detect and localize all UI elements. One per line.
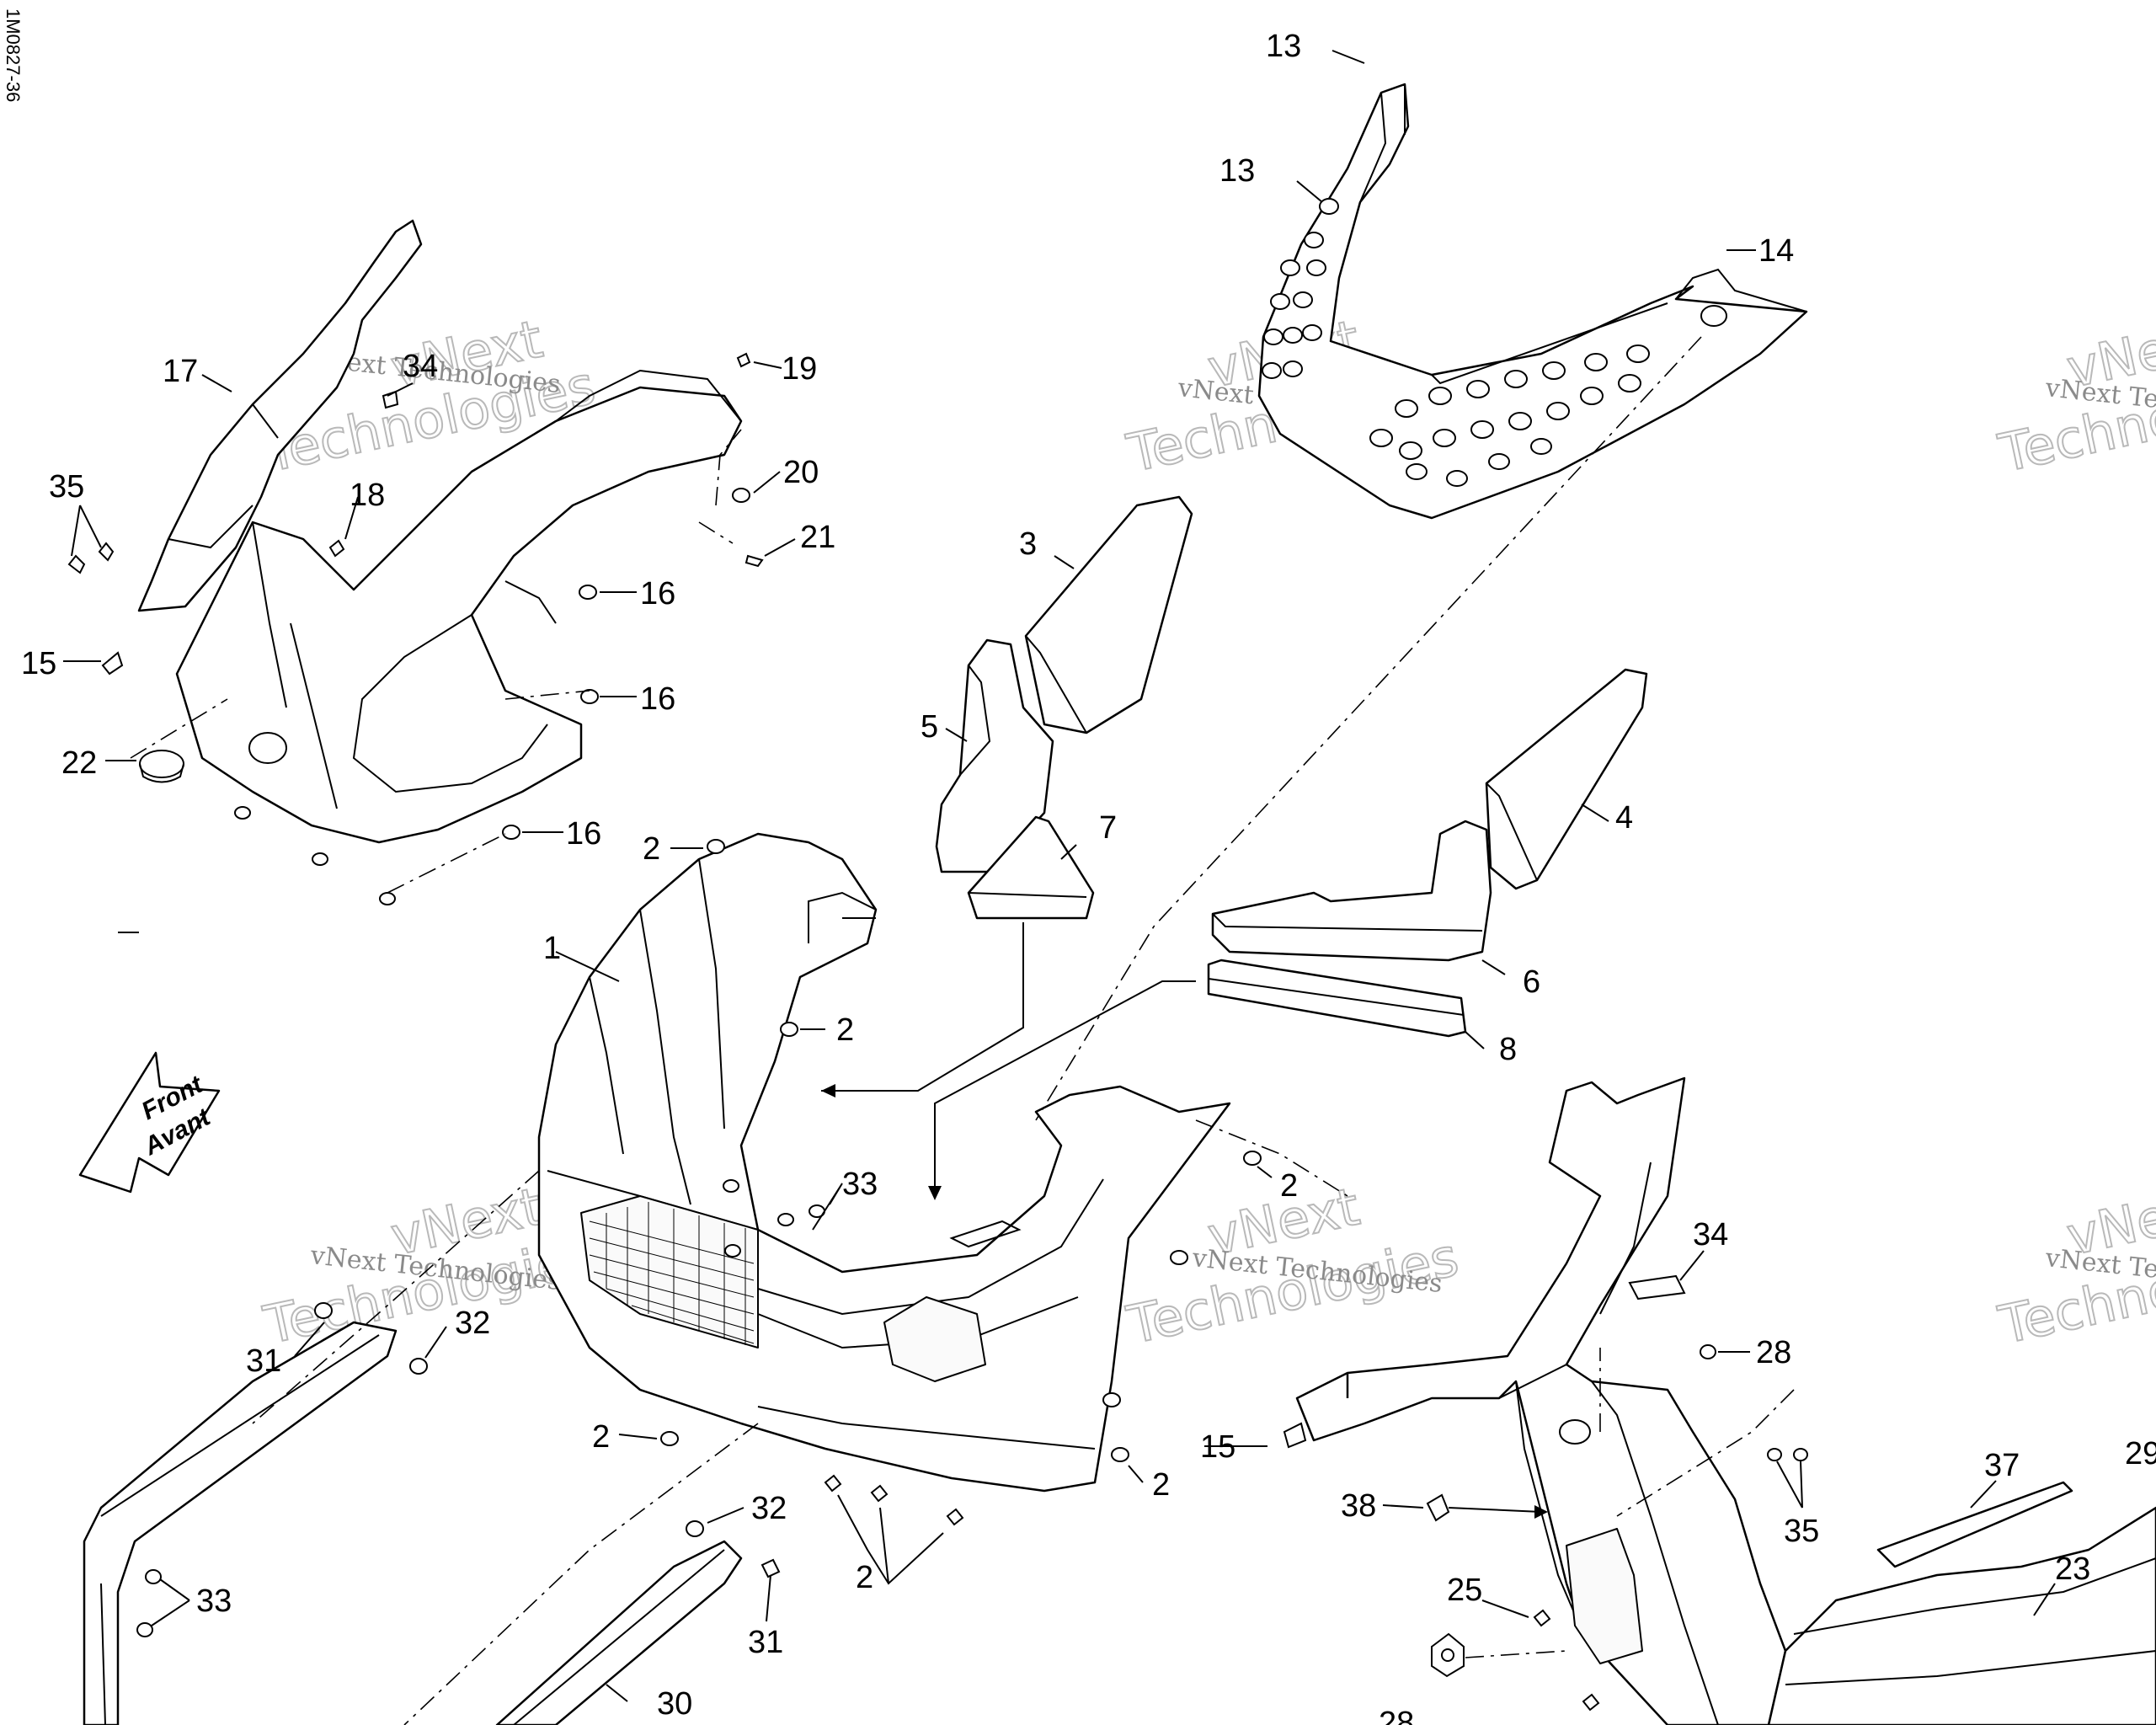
part-18-screw	[328, 539, 345, 558]
part-7-foam-block	[967, 815, 1095, 920]
part-25-nut	[1700, 1344, 1716, 1359]
callout-32-mid: 32	[751, 1491, 787, 1526]
watermark-3: vNext Technologies vNext Technologies	[1993, 307, 2156, 485]
part-20-washer	[732, 488, 750, 503]
part-35-pin-right-a	[1767, 1448, 1782, 1461]
callout-4: 4	[1615, 800, 1633, 836]
callout-28: 29	[2125, 1436, 2156, 1471]
placement-arrows	[821, 922, 1548, 1519]
part-3-foam-block	[1024, 495, 1193, 734]
part-1-front-fascia	[537, 832, 1262, 1526]
part-21-bolt	[744, 554, 764, 568]
callout-29: 28	[1379, 1706, 1414, 1725]
part-6-foam-block	[1211, 820, 1492, 962]
lower-right-assembly	[1283, 1076, 2156, 1725]
callout-30: 30	[657, 1686, 692, 1722]
part-35-pins-left	[67, 542, 115, 574]
part-34-bracket-right	[1628, 1274, 1686, 1300]
callout-16: 17	[163, 354, 198, 389]
part-17-nut-b	[580, 689, 599, 704]
part-30-bumper	[83, 1302, 781, 1725]
part-17-nut-c	[502, 825, 520, 840]
part-15-clip-right	[1283, 1422, 1307, 1449]
callout-33-mid: 33	[842, 1167, 878, 1202]
part-31-bolt-a	[314, 1302, 333, 1319]
callout-2-d: 2	[1152, 1467, 1170, 1503]
callout-25: 28	[1756, 1335, 1791, 1370]
front-direction-arrow: Front Avant	[78, 1051, 221, 1194]
part-33-pin-a	[145, 1569, 162, 1584]
part-4-foam-block	[1485, 668, 1648, 890]
callout-14-right: 14	[1758, 233, 1794, 269]
callout-14-top: 13	[1266, 29, 1301, 64]
callout-19: 19	[782, 351, 817, 387]
callout-37: 37	[1984, 1448, 2020, 1483]
part-24-screw	[1533, 1609, 1551, 1627]
part-15-clip-left	[101, 651, 124, 676]
grille-mesh	[589, 1202, 755, 1345]
callout-6: 6	[1523, 964, 1540, 1000]
panel-holes	[1262, 198, 1650, 487]
callout-17-b: 16	[640, 681, 675, 717]
callout-15-left: 15	[21, 646, 56, 681]
callout-7: 7	[1099, 810, 1117, 846]
part-37-strip	[1876, 1481, 2073, 1568]
part-22-cap	[139, 750, 184, 783]
callout-15-right: 15	[1200, 1429, 1235, 1465]
callout-35-right: 35	[1784, 1514, 1819, 1549]
callout-33-left: 33	[196, 1583, 232, 1619]
part-31-bolt-b	[760, 1558, 781, 1578]
callout-21: 21	[800, 520, 835, 555]
callouts: 13 13 14 3 5 7 4 6 8 17 34 19 20 21 18 3…	[21, 29, 2156, 1725]
callout-1: 1	[543, 931, 561, 966]
alignment-lines	[130, 336, 1795, 1725]
callout-2-b: 2	[836, 1012, 854, 1048]
callout-24: 25	[1447, 1573, 1482, 1608]
part-38-seal	[1426, 1493, 1450, 1522]
part-29-nut	[1431, 1632, 1465, 1678]
callout-13: 13	[1219, 153, 1255, 189]
callout-8: 8	[1499, 1032, 1517, 1067]
callout-2-c: 2	[1280, 1168, 1298, 1204]
upper-left-assembly	[67, 219, 764, 905]
part-32-nut-a	[409, 1358, 428, 1375]
part-13-perforated-panel	[1257, 83, 1808, 520]
part-17-nut-a	[579, 585, 597, 600]
callout-17-a: 16	[640, 576, 675, 611]
part-19-screw	[736, 352, 751, 368]
callout-2-f: 2	[856, 1560, 873, 1595]
callout-35-left: 35	[49, 469, 84, 505]
callout-34-top: 34	[403, 349, 438, 384]
part-32-nut-b	[686, 1520, 704, 1537]
part-35-pin-right-b	[1793, 1448, 1808, 1461]
part-8-foam-strip	[1207, 959, 1467, 1038]
grille	[580, 1195, 759, 1348]
grommet	[1700, 305, 1727, 327]
callout-31-mid: 31	[748, 1625, 783, 1660]
watermark-6: vNext Technologies vNext Technologies	[1993, 1175, 2156, 1357]
callout-34-right: 34	[1693, 1217, 1728, 1252]
leader-lines	[63, 50, 2056, 1702]
callout-3: 3	[1019, 526, 1037, 562]
callout-22: 22	[61, 745, 97, 781]
callout-23: 23	[2055, 1551, 2090, 1587]
callout-18: 18	[350, 478, 385, 513]
callout-5: 5	[921, 709, 938, 745]
callout-38: 38	[1341, 1488, 1376, 1524]
callout-31-left: 31	[246, 1343, 281, 1379]
callout-2-a: 2	[643, 831, 660, 867]
callout-32-left: 32	[455, 1306, 490, 1341]
part-33-pin-b	[136, 1622, 153, 1637]
callout-20: 20	[783, 455, 819, 490]
callout-2-e: 2	[592, 1419, 610, 1455]
reference-code: 1M0827-36	[3, 8, 24, 102]
callout-17-c: 16	[566, 816, 601, 852]
